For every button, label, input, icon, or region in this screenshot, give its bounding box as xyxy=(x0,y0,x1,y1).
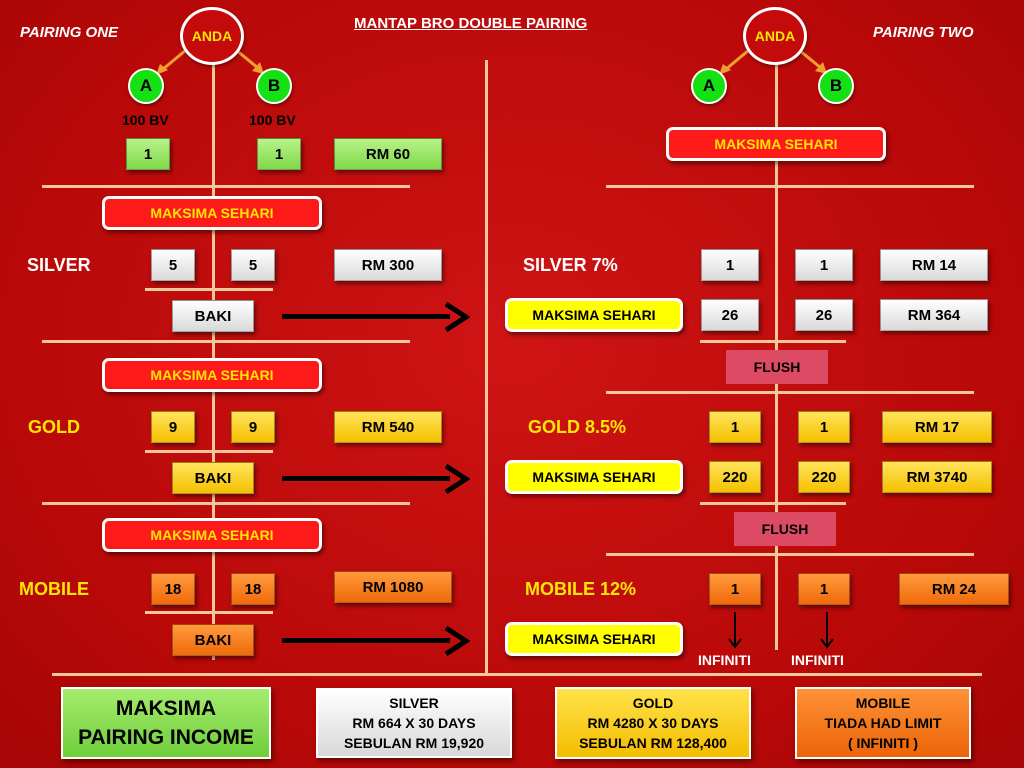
right-separator-3 xyxy=(606,553,974,556)
gold-summary-box: GOLD RM 4280 X 30 DAYS SEBULAN RM 128,40… xyxy=(555,687,751,759)
silver-amount: RM 300 xyxy=(334,249,442,281)
mobile-summary-line-3: ( INFINITI ) xyxy=(848,735,918,751)
pairing-two-label: PAIRING TWO xyxy=(873,24,974,41)
gold-right-amount: RM 17 xyxy=(882,411,992,443)
mobile-amount: RM 1080 xyxy=(334,571,452,603)
infiniti-label-right: INFINITI xyxy=(791,652,844,668)
silver-right-count: 5 xyxy=(231,249,275,281)
gold-summary-line-1: GOLD xyxy=(632,695,674,711)
gold-right-right-count: 1 xyxy=(798,411,850,443)
maksima-sehari-label-3: MAKSIMA SEHARI xyxy=(102,518,322,552)
maksima-sehari-label-2: MAKSIMA SEHARI xyxy=(102,358,322,392)
start-amount: RM 60 xyxy=(334,138,442,170)
mobile-right-amount: RM 24 xyxy=(899,573,1009,605)
silver-arrow-head xyxy=(444,302,470,332)
leg-a-node-right: A xyxy=(691,68,727,104)
pairing-one-label: PAIRING ONE xyxy=(20,24,119,41)
silver-maksima-sehari: MAKSIMA SEHARI xyxy=(505,298,683,332)
infiniti-down-arrow-right xyxy=(820,612,834,649)
start-left-count: 1 xyxy=(126,138,170,170)
maksima-pairing-income-box: MAKSIMA PAIRING INCOME xyxy=(61,687,271,759)
gold-maksima-sehari: MAKSIMA SEHARI xyxy=(505,460,683,494)
silver-right-amount: RM 14 xyxy=(880,249,988,281)
gold-summary-line-3: SEBULAN RM 128,400 xyxy=(579,735,727,751)
silver-right-pair-line xyxy=(700,340,846,343)
right-separator-2 xyxy=(606,391,974,394)
gold-summary-line-2: RM 4280 X 30 DAYS xyxy=(587,715,719,731)
gold-maks-left: 220 xyxy=(709,461,761,493)
flush-label-2: FLUSH xyxy=(734,512,836,546)
infiniti-down-arrow-left xyxy=(728,612,742,649)
silver-maks-left: 26 xyxy=(701,299,759,331)
leg-a-node-left: A xyxy=(128,68,164,104)
gold-arrow xyxy=(282,476,450,481)
anda-node-right: ANDA xyxy=(743,7,807,65)
silver-left-count: 5 xyxy=(151,249,195,281)
tier-gold-85-label: GOLD 8.5% xyxy=(528,417,627,437)
leg-b-node-right: B xyxy=(818,68,854,104)
silver-baki: BAKI xyxy=(172,300,254,332)
mobile-maksima-sehari: MAKSIMA SEHARI xyxy=(505,622,683,656)
mobile-arrow-head xyxy=(444,626,470,656)
tier-silver-label: SILVER xyxy=(27,255,91,275)
mobile-baki: BAKI xyxy=(172,624,254,656)
silver-arrow xyxy=(282,314,450,319)
mobile-right-left-count: 1 xyxy=(709,573,761,605)
gold-right-count: 9 xyxy=(231,411,275,443)
leg-b-node-left: B xyxy=(256,68,292,104)
mobile-summary-line-2: TIADA HAD LIMIT xyxy=(824,715,942,731)
summary-title-line-2: PAIRING INCOME xyxy=(78,726,254,749)
gold-right-pair-line xyxy=(700,502,846,505)
flush-label-1: FLUSH xyxy=(726,350,828,384)
silver-maks-right: 26 xyxy=(795,299,853,331)
summary-title-line-1: MAKSIMA xyxy=(115,697,217,720)
mobile-right-right-count: 1 xyxy=(798,573,850,605)
silver-summary-box: SILVER RM 664 X 30 DAYS SEBULAN RM 19,92… xyxy=(316,688,512,758)
mobile-summary-box: MOBILE TIADA HAD LIMIT ( INFINITI ) xyxy=(795,687,971,759)
mobile-pair-line xyxy=(145,611,273,614)
tier-mobile-12-label: MOBILE 12% xyxy=(525,579,637,599)
infiniti-label-left: INFINITI xyxy=(698,652,751,668)
center-divider xyxy=(485,60,488,674)
mobile-left-count: 18 xyxy=(151,573,195,605)
bv-label-b: 100 BV xyxy=(249,112,296,128)
gold-pair-line xyxy=(145,450,273,453)
tier-silver-7-label: SILVER 7% xyxy=(523,255,618,275)
anda-node-left: ANDA xyxy=(180,7,244,65)
bottom-separator xyxy=(52,673,982,676)
page-title: MANTAP BRO DOUBLE PAIRING xyxy=(354,15,588,32)
silver-summary-line-3: SEBULAN RM 19,920 xyxy=(343,735,485,751)
tier-mobile-label: MOBILE xyxy=(19,579,89,599)
silver-maks-amount: RM 364 xyxy=(880,299,988,331)
gold-amount: RM 540 xyxy=(334,411,442,443)
silver-summary-line-1: SILVER xyxy=(389,695,439,711)
gold-arrow-head xyxy=(444,464,470,494)
left-separator-3 xyxy=(42,502,410,505)
left-branch-arrows xyxy=(156,50,264,75)
gold-maks-amount: RM 3740 xyxy=(882,461,992,493)
gold-left-count: 9 xyxy=(151,411,195,443)
gold-maks-right: 220 xyxy=(798,461,850,493)
mobile-right-count: 18 xyxy=(231,573,275,605)
silver-summary-line-2: RM 664 X 30 DAYS xyxy=(352,715,476,731)
mobile-arrow xyxy=(282,638,450,643)
silver-right-left-count: 1 xyxy=(701,249,759,281)
maksima-sehari-label-1: MAKSIMA SEHARI xyxy=(102,196,322,230)
silver-right-right-count: 1 xyxy=(795,249,853,281)
gold-right-left-count: 1 xyxy=(709,411,761,443)
bv-label-a: 100 BV xyxy=(122,112,169,128)
gold-baki: BAKI xyxy=(172,462,254,494)
tier-gold-label: GOLD xyxy=(28,417,80,437)
right-separator-1 xyxy=(606,185,974,188)
silver-pair-line xyxy=(145,288,273,291)
start-right-count: 1 xyxy=(257,138,301,170)
left-separator-1 xyxy=(42,185,410,188)
mobile-summary-line-1: MOBILE xyxy=(855,695,911,711)
maksima-sehari-top-right: MAKSIMA SEHARI xyxy=(666,127,886,161)
left-separator-2 xyxy=(42,340,410,343)
